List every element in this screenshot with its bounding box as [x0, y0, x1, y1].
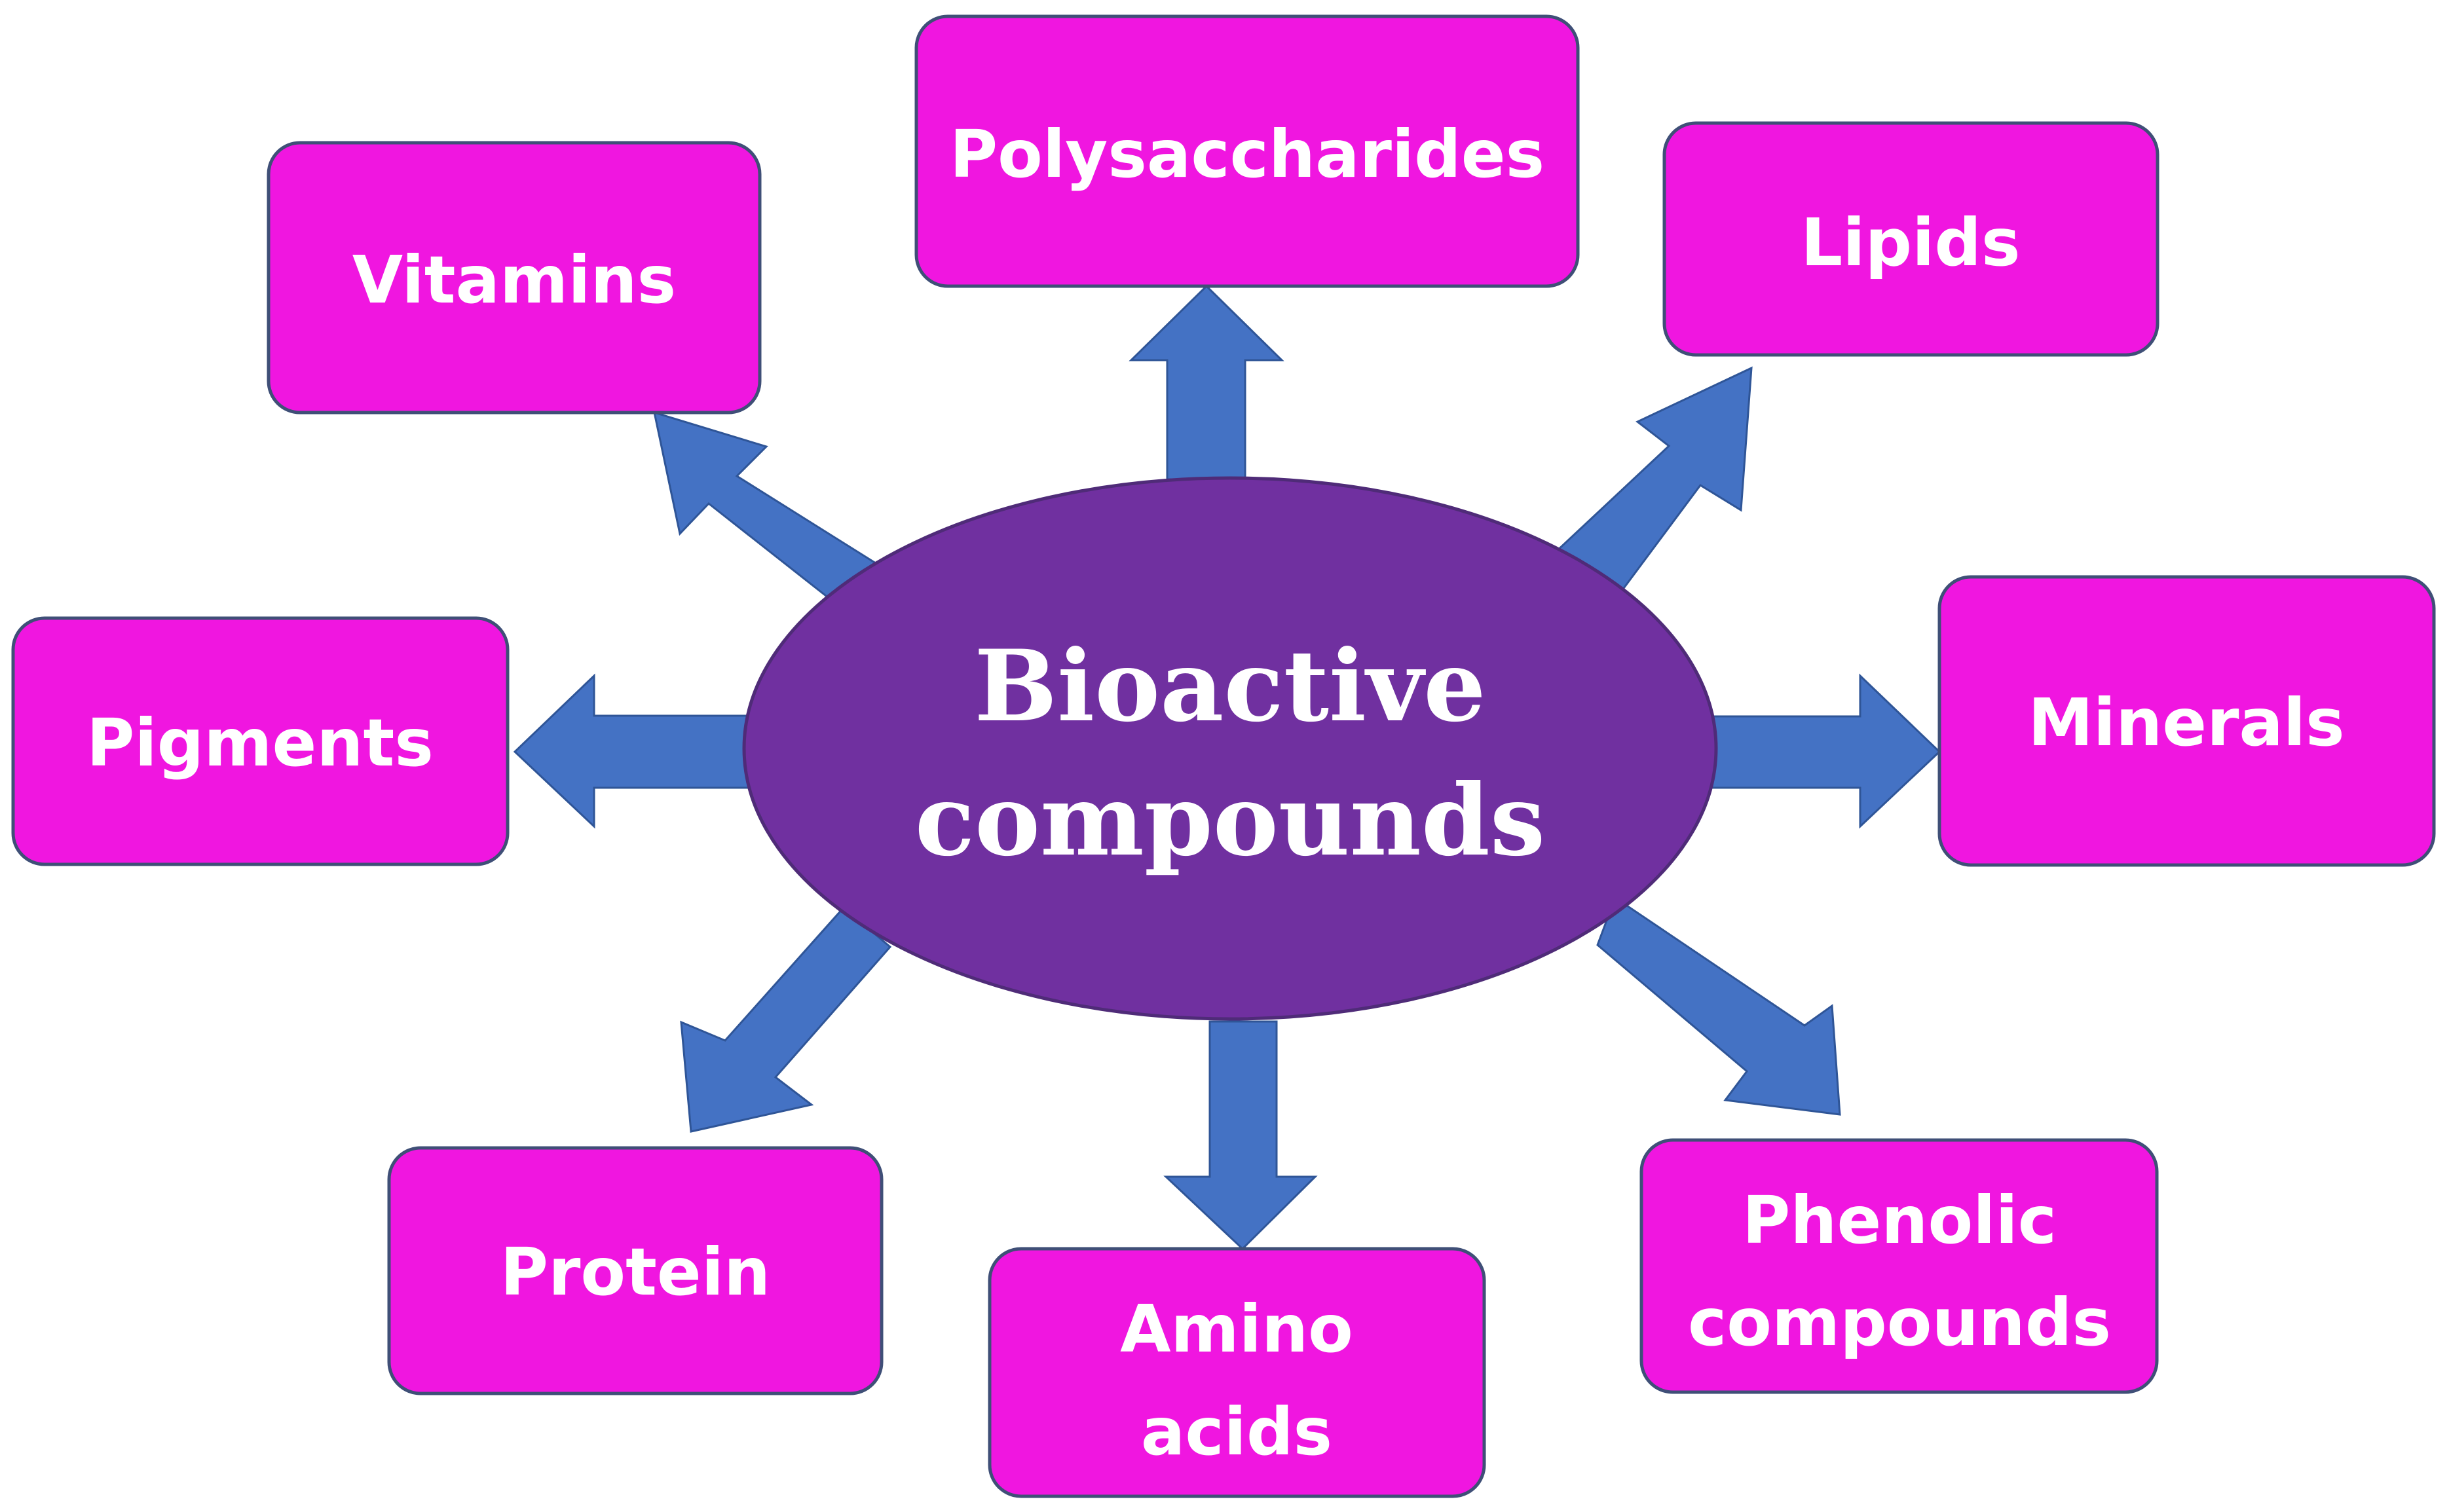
hub: Bioactive compounds	[742, 476, 1718, 1021]
arrow-to-amino-acids	[1163, 1020, 1318, 1251]
arrow-to-phenolic-compounds	[1596, 896, 1841, 1116]
node-amino-acids: Amino acids	[988, 1247, 1486, 1498]
node-vitamins: Vitamins	[267, 141, 762, 415]
node-minerals: Minerals	[1937, 575, 2436, 867]
hub-title-line2: compounds	[915, 763, 1545, 878]
arrow-to-pigments	[513, 673, 753, 829]
arrow-to-polysaccharides	[1129, 284, 1284, 481]
node-minerals-label: Minerals	[2028, 684, 2344, 761]
node-phenolic-compounds: Phenolic compounds	[1639, 1138, 2159, 1394]
node-phenolic-compounds-label-line1: Phenolic	[1742, 1182, 2057, 1259]
hub-title-line1: Bioactive	[974, 629, 1486, 744]
node-polysaccharides: Polysaccharides	[914, 14, 1580, 288]
node-lipids-label: Lipids	[1801, 204, 2021, 281]
node-vitamins-label: Vitamins	[352, 242, 676, 318]
node-amino-acids-label-line1: Amino	[1120, 1291, 1353, 1367]
node-amino-acids-label-line2: acids	[1141, 1393, 1332, 1470]
arrow-to-vitamins	[653, 411, 878, 610]
arrow-to-lipids	[1554, 366, 1753, 600]
node-protein-label: Protein	[500, 1234, 770, 1310]
node-polysaccharides-label: Polysaccharides	[950, 116, 1544, 193]
node-phenolic-compounds-label-line2: compounds	[1688, 1284, 2111, 1361]
arrow-to-protein	[680, 906, 892, 1133]
node-lipids: Lipids	[1662, 121, 2159, 357]
arrow-to-minerals	[1702, 673, 1941, 829]
node-pigments: Pigments	[11, 616, 510, 866]
node-pigments-label: Pigments	[86, 705, 434, 781]
hub-ellipse	[742, 476, 1718, 1021]
arrows	[513, 284, 1941, 1251]
node-protein: Protein	[387, 1146, 884, 1395]
